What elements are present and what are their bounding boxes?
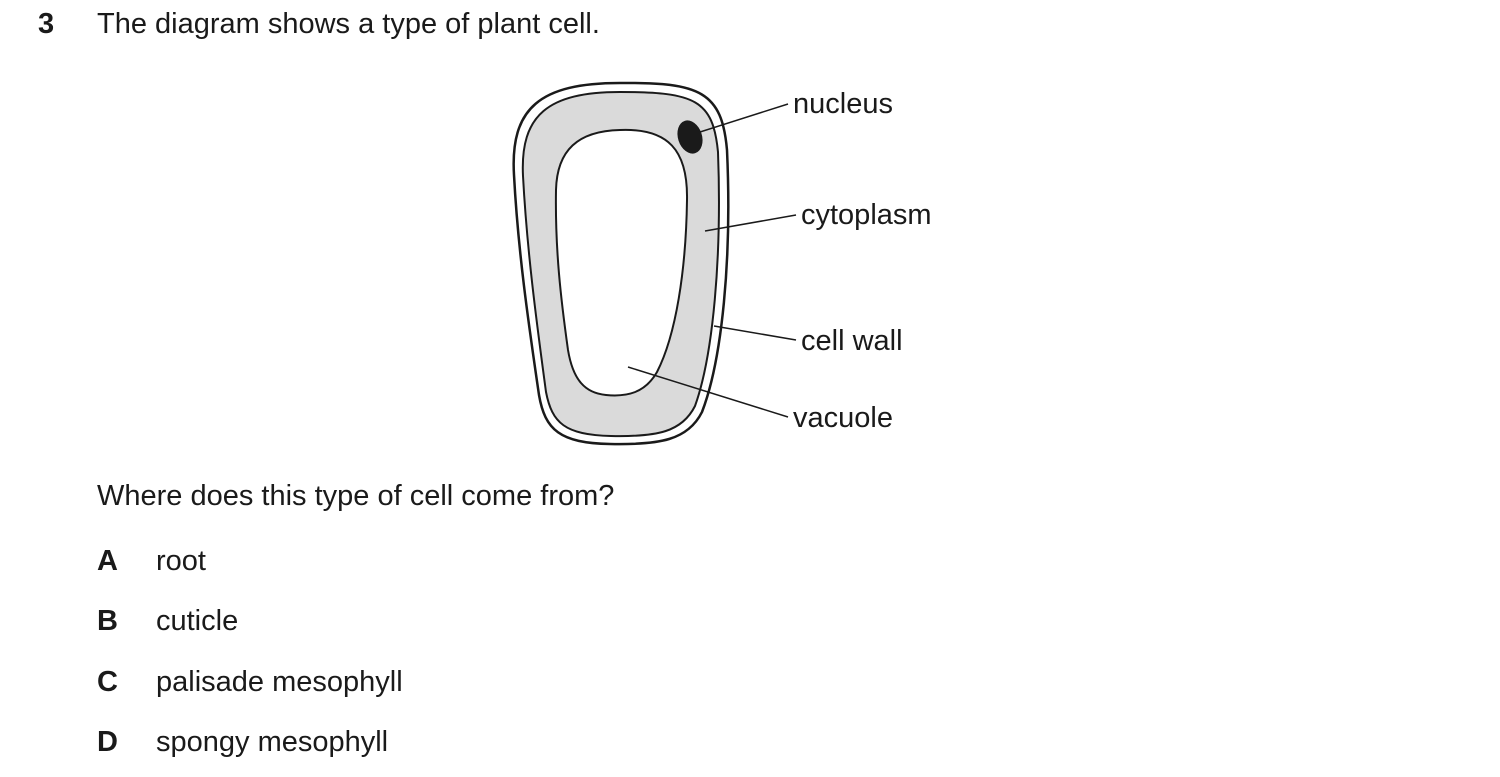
vacuole-shape bbox=[554, 128, 689, 397]
cytoplasm-pointer bbox=[704, 214, 797, 232]
option-d-letter: D bbox=[97, 726, 118, 758]
option-c-text: palisade mesophyll bbox=[156, 666, 403, 698]
option-a-letter: A bbox=[97, 545, 118, 577]
cytoplasm-label: cytoplasm bbox=[801, 199, 932, 231]
question-number: 3 bbox=[38, 8, 55, 40]
option-a-text: root bbox=[156, 545, 206, 577]
option-d-text: spongy mesophyll bbox=[156, 726, 389, 758]
nucleus-shape bbox=[677, 120, 703, 154]
nucleus-label: nucleus bbox=[793, 88, 893, 120]
vacuole-label: vacuole bbox=[793, 402, 893, 434]
question-text: The diagram shows a type of plant cell. bbox=[97, 8, 600, 40]
vacuole-pointer bbox=[627, 366, 789, 418]
nucleus-pointer bbox=[699, 103, 789, 133]
option-b-letter: B bbox=[97, 605, 118, 637]
cell-wall-label: cell wall bbox=[801, 325, 903, 357]
question-prompt: Where does this type of cell come from? bbox=[97, 480, 615, 512]
option-c-letter: C bbox=[97, 666, 118, 698]
cell-wall-pointer bbox=[713, 325, 797, 341]
option-b-text: cuticle bbox=[156, 605, 239, 637]
